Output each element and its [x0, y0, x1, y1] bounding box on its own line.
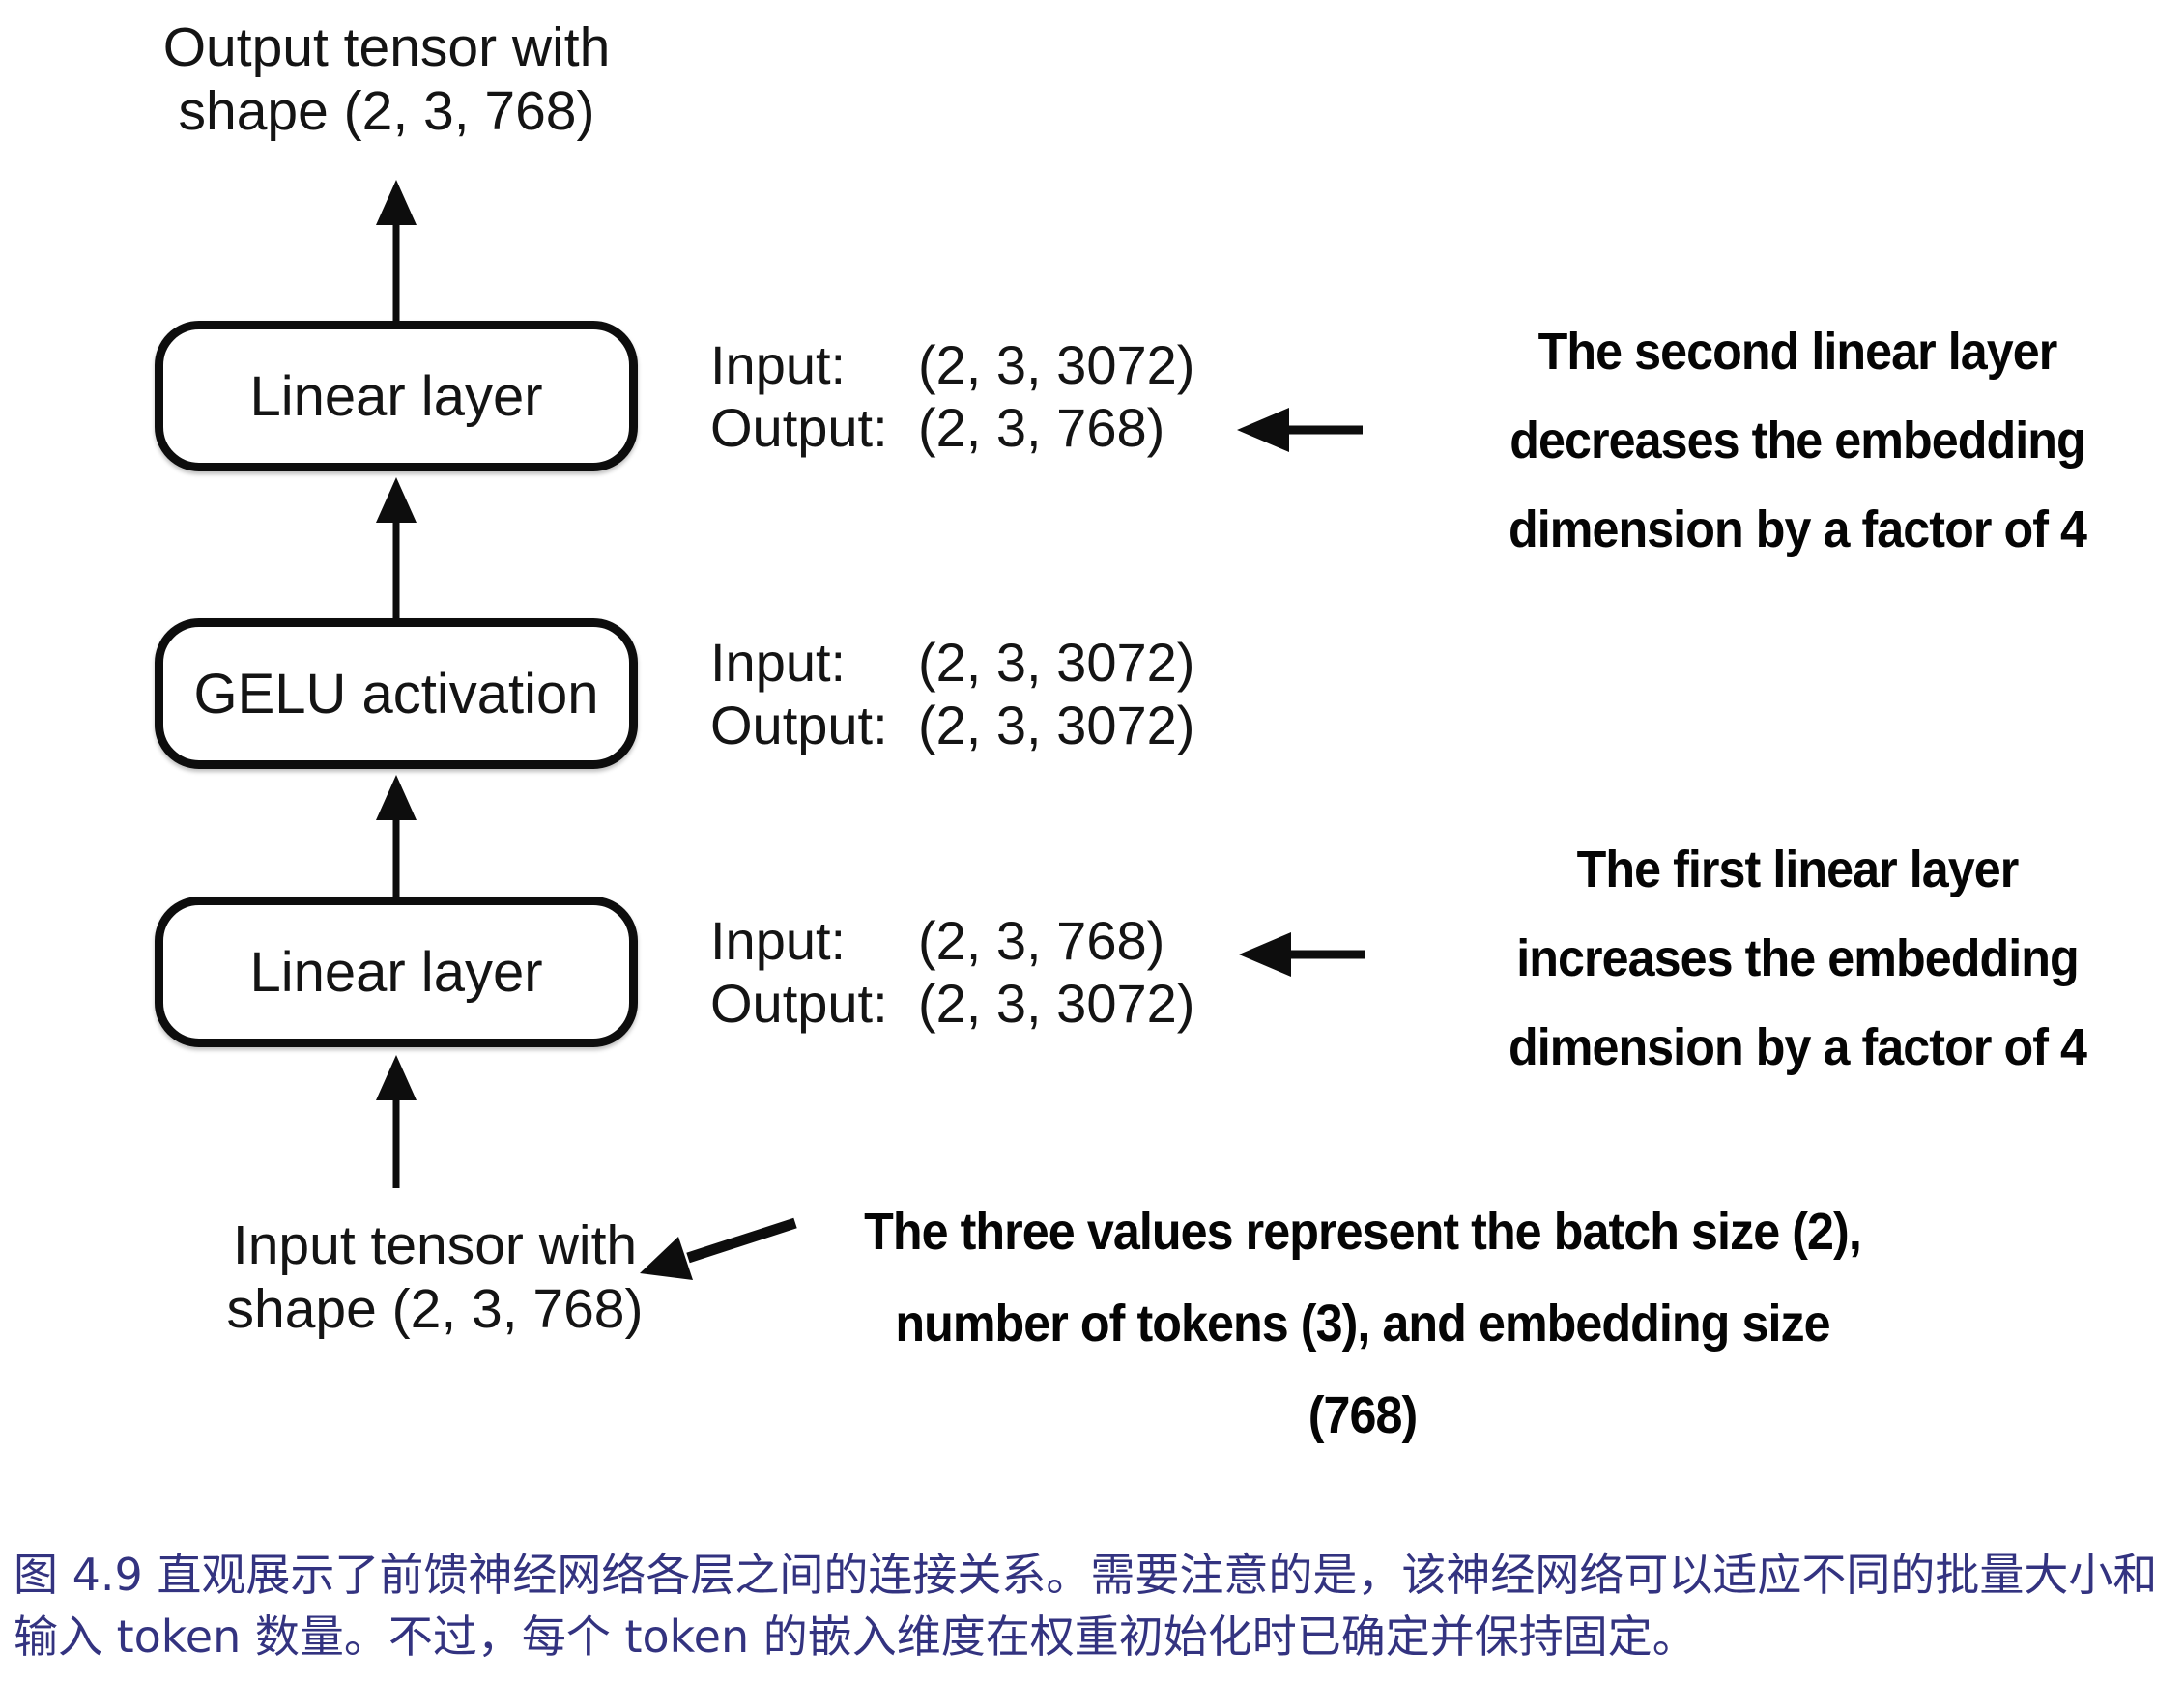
io-shapes-linear-2: Input: (2, 3, 3072) Output: (2, 3, 768) [710, 333, 1194, 459]
io-shapes-linear-1: Input: (2, 3, 768) Output: (2, 3, 3072) [710, 909, 1194, 1035]
io-input-label: Input: [710, 632, 847, 693]
io-output-label: Output: [710, 397, 888, 458]
arrow-diagonal-to-input-tensor [640, 1217, 797, 1280]
io-output-value: (2, 3, 3072) [918, 973, 1195, 1034]
io-input-row: Input: (2, 3, 3072) [710, 631, 1194, 694]
io-output-row: Output: (2, 3, 3072) [710, 694, 1194, 756]
annotation-tensor-values-line1: The three values represent the batch siz… [864, 1203, 1862, 1261]
io-output-label: Output: [710, 695, 888, 755]
annotation-tensor-values-line2: number of tokens (3), and embedding size [895, 1295, 1830, 1353]
io-output-value: (2, 3, 3072) [918, 695, 1195, 755]
io-input-value: (2, 3, 3072) [918, 632, 1195, 693]
io-input-label: Input: [710, 334, 847, 395]
io-output-label: Output: [710, 973, 888, 1034]
io-input-value: (2, 3, 3072) [918, 334, 1195, 395]
node-linear-layer-1-label: Linear layer [249, 940, 543, 1004]
annotation-tensor-values-line3: (768) [1308, 1386, 1419, 1444]
node-linear-layer-2-label: Linear layer [249, 364, 543, 428]
arrow-up-to-output [376, 180, 417, 321]
io-output-value: (2, 3, 768) [918, 397, 1165, 458]
annotation-second-linear-line1: The second linear layer [1537, 323, 2058, 381]
annotation-first-linear: The first linear layer increases the emb… [1499, 825, 2096, 1092]
node-gelu-activation: GELU activation [155, 618, 638, 769]
figure-caption-line1: 图 4.9 直观展示了前馈神经网络各层之间的连接关系。需要注意的是，该神经网络可… [14, 1549, 2158, 1601]
io-input-label: Input: [710, 910, 847, 971]
annotation-first-linear-line3: dimension by a factor of 4 [1508, 1018, 2087, 1076]
annotation-tensor-values: The three values represent the batch siz… [823, 1186, 1902, 1462]
output-tensor-label-line2: shape (2, 3, 768) [178, 80, 595, 142]
arrow-up-linear1-to-gelu [376, 775, 417, 897]
output-tensor-label-line1: Output tensor with [162, 16, 611, 78]
arrow-up-gelu-to-linear2 [376, 477, 417, 618]
arrow-left-second-linear [1237, 408, 1363, 452]
annotation-first-linear-line1: The first linear layer [1576, 840, 2020, 898]
io-input-value: (2, 3, 768) [918, 910, 1165, 971]
io-output-row: Output: (2, 3, 3072) [710, 972, 1194, 1035]
figure-caption-line2: 输入 token 数量。不过，每个 token 的嵌入维度在权重初始化时已确定并… [14, 1610, 1697, 1663]
arrow-up-input-to-linear1 [376, 1055, 417, 1188]
annotation-second-linear-line3: dimension by a factor of 4 [1508, 500, 2087, 558]
arrow-left-first-linear [1239, 932, 1365, 977]
io-input-row: Input: (2, 3, 3072) [710, 333, 1194, 396]
figure-caption: 图 4.9 直观展示了前馈神经网络各层之间的连接关系。需要注意的是，该神经网络可… [14, 1544, 2178, 1667]
node-gelu-activation-label: GELU activation [193, 662, 599, 726]
annotation-second-linear-line2: decreases the embedding [1509, 412, 2085, 470]
io-input-row: Input: (2, 3, 768) [710, 909, 1194, 972]
annotation-first-linear-line2: increases the embedding [1516, 929, 2079, 987]
io-shapes-gelu: Input: (2, 3, 3072) Output: (2, 3, 3072) [710, 631, 1194, 756]
node-linear-layer-1: Linear layer [155, 897, 638, 1047]
input-tensor-label: Input tensor with shape (2, 3, 768) [126, 1213, 744, 1341]
node-linear-layer-2: Linear layer [155, 321, 638, 471]
input-tensor-label-line2: shape (2, 3, 768) [226, 1278, 644, 1340]
input-tensor-label-line1: Input tensor with [232, 1214, 638, 1276]
output-tensor-label: Output tensor with shape (2, 3, 768) [106, 15, 667, 143]
io-output-row: Output: (2, 3, 768) [710, 396, 1194, 459]
annotation-second-linear: The second linear layer decreases the em… [1499, 307, 2096, 574]
